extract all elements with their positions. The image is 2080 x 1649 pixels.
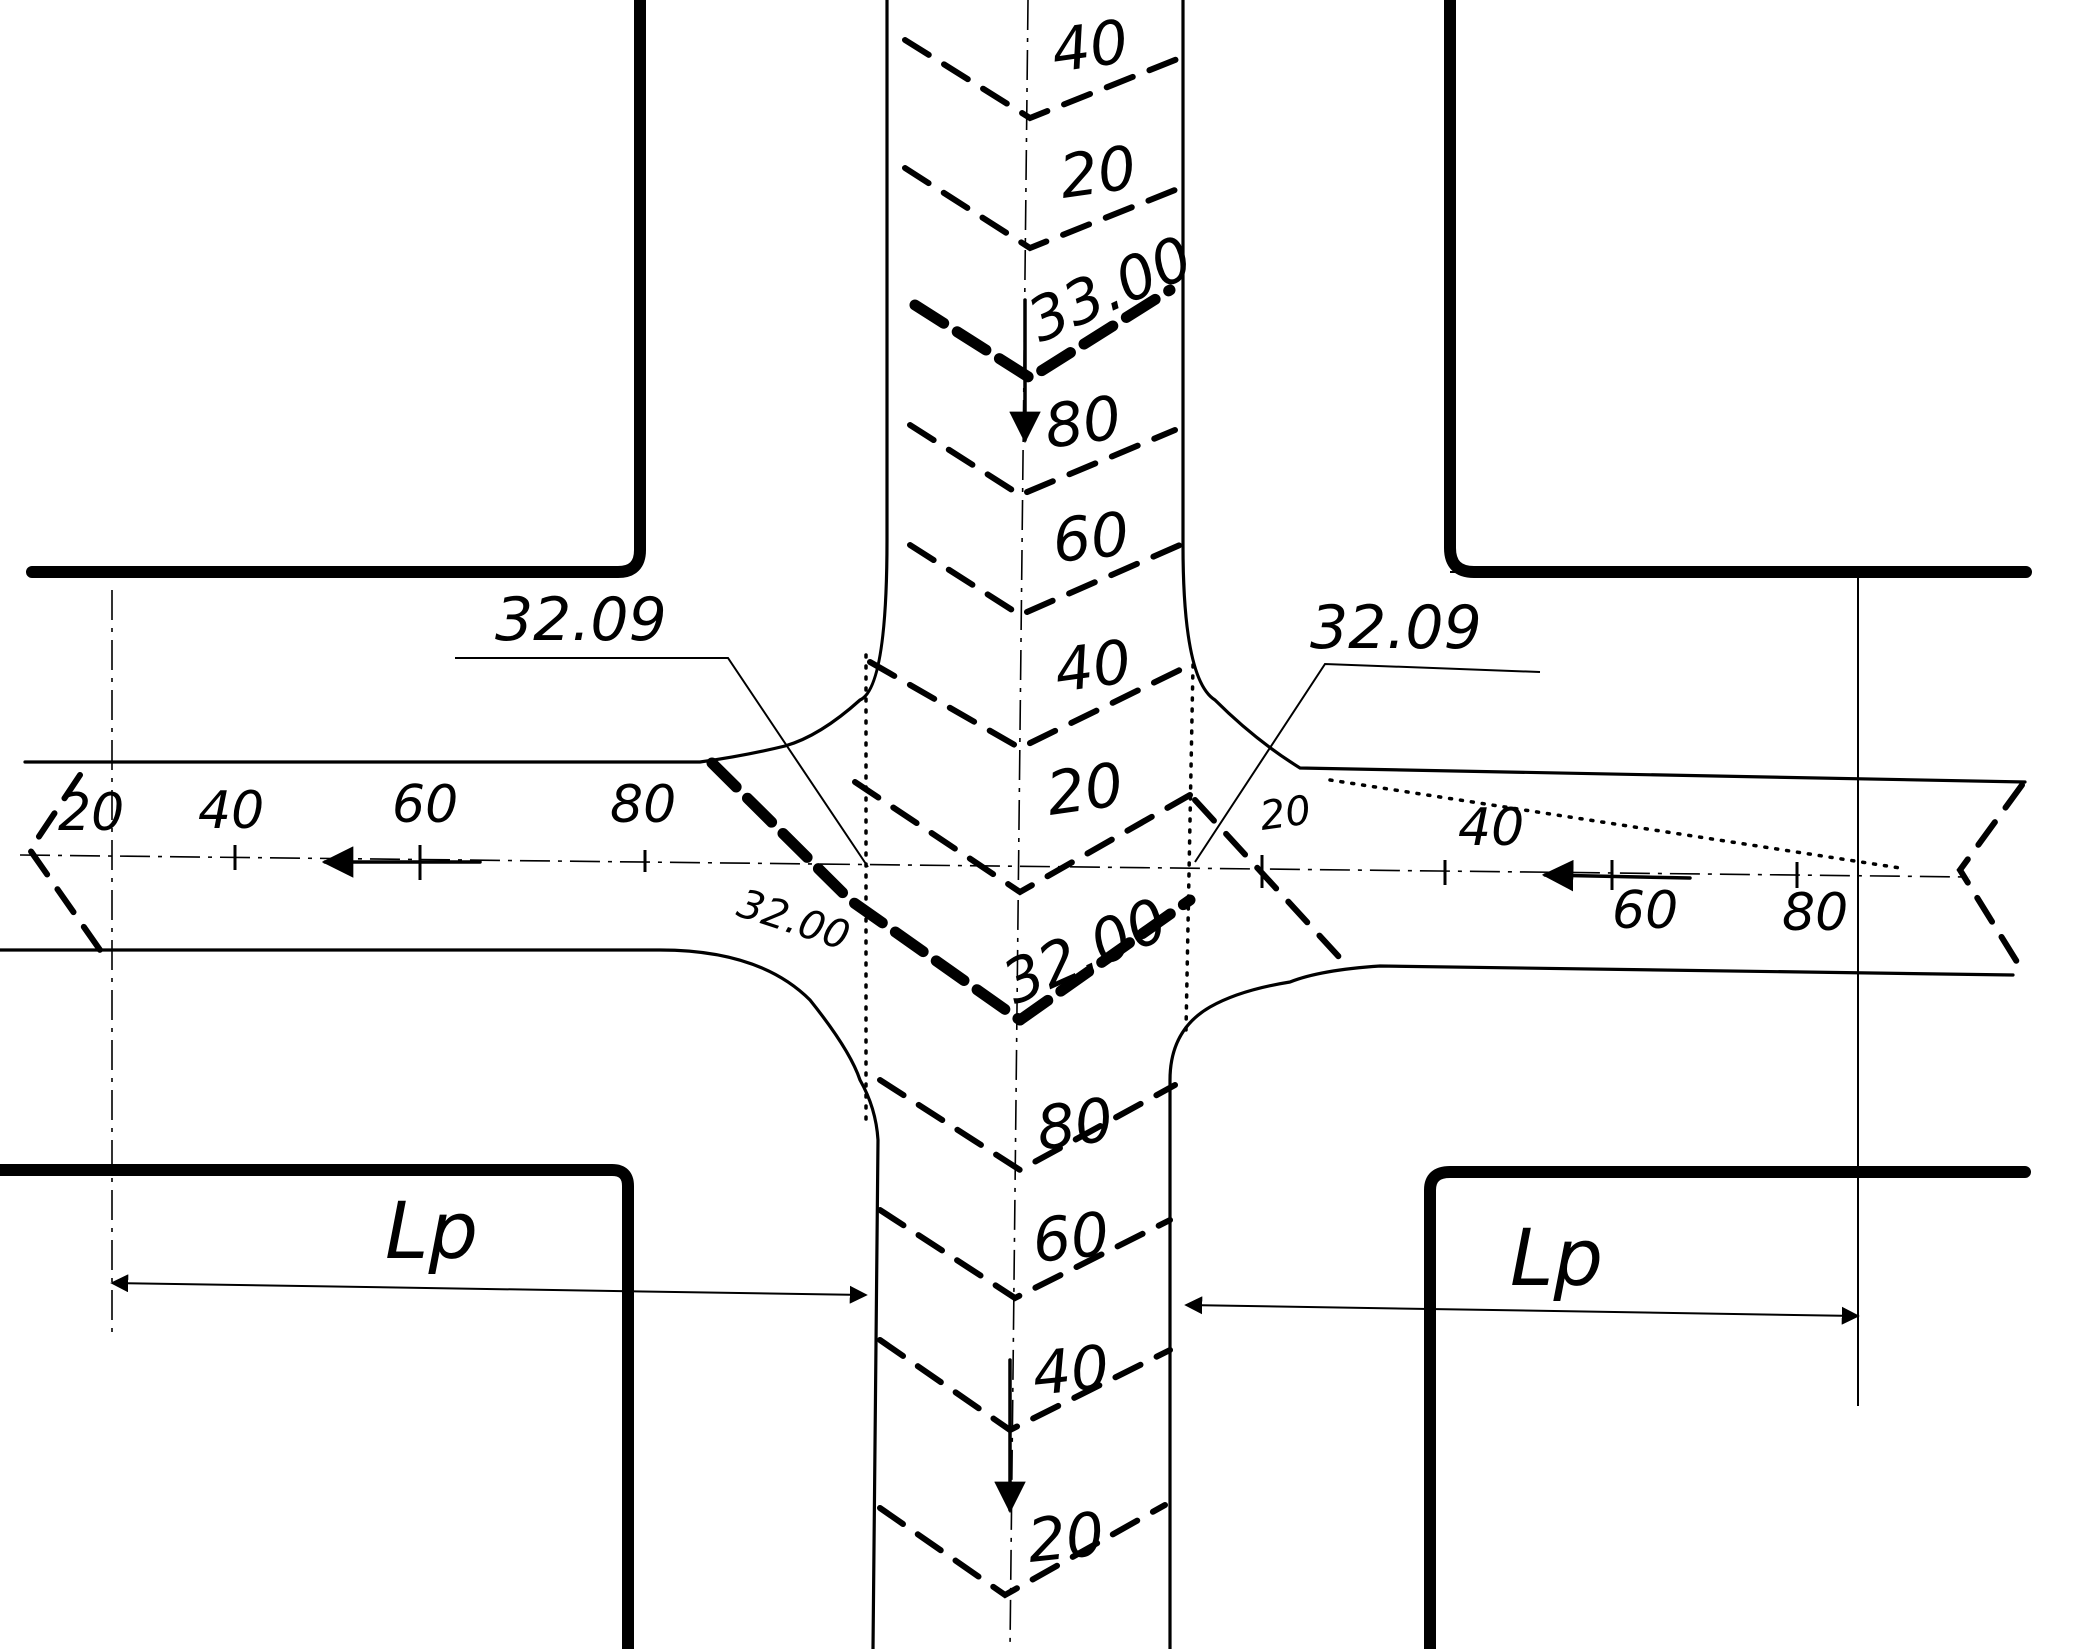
block-corner-top-right [1444, 0, 2032, 578]
label-west-60: 60 [392, 775, 458, 835]
contour-north-40b [867, 659, 1193, 752]
east-end-chevron [1956, 782, 2025, 973]
label-west-20: 20 [58, 783, 124, 843]
block-corner-bottom-left [0, 1164, 634, 1649]
label-east-40: 40 [1458, 798, 1524, 858]
label-south-80: 80 [1032, 1085, 1117, 1165]
contour-north-40 [902, 37, 1183, 122]
label-south-20: 20 [1024, 1499, 1107, 1577]
contour-north-33 [909, 284, 1176, 385]
west-end-chevron [26, 772, 103, 953]
label-east-80: 80 [1782, 883, 1848, 943]
label-north-60: 60 [1049, 499, 1132, 577]
label-north-20: 20 [1055, 133, 1140, 213]
ridge-32-west [706, 757, 1026, 1026]
north-arm-labels: 40 20 33.00 80 60 40 20 [1018, 7, 1203, 830]
contour-south-40 [877, 1337, 1173, 1434]
east-gutter-dash [1192, 797, 1343, 961]
label-west-80: 80 [610, 775, 676, 835]
label-north-80: 80 [1040, 383, 1125, 463]
south-arm-labels: 32.00 80 60 40 20 [993, 885, 1178, 1577]
north-road-right-edge [1181, 0, 2027, 784]
contour-north-20b [852, 779, 1193, 896]
west-arm-labels: 20 40 60 80 [58, 775, 676, 843]
leader-left-32-09 [455, 657, 869, 868]
contour-north-20 [902, 165, 1183, 252]
east-gutter-dotted [1328, 778, 1902, 870]
leader-right-32-09 [1194, 662, 1541, 863]
label-east-60: 60 [1612, 881, 1678, 941]
contour-south-20 [877, 1502, 1168, 1599]
contour-south-60 [877, 1207, 1173, 1302]
north-road-left-edge [23, 0, 889, 764]
contour-south-80 [877, 1077, 1178, 1174]
label-south-40: 40 [1029, 1332, 1112, 1410]
label-west-40: 40 [198, 781, 264, 841]
label-dimension-lp-left: Lp [385, 1187, 478, 1277]
contour-north-80 [907, 422, 1178, 499]
flow-arrow-east [1541, 859, 1692, 892]
label-dimension-lp-right: Lp [1510, 1214, 1603, 1304]
dimension-line-right [1184, 1296, 1860, 1325]
south-road-right-edge [1168, 964, 2015, 1649]
label-north-40: 40 [1047, 7, 1132, 87]
intersection-box-right [1184, 663, 1195, 1032]
block-corner-bottom-right [1424, 1166, 2031, 1649]
label-north-20b: 20 [1042, 750, 1127, 830]
label-corner-left-32-09: 32.09 [495, 585, 667, 655]
label-south-60: 60 [1029, 1199, 1112, 1277]
ridge-32-east [1014, 894, 1196, 1026]
south-road-left-edge [0, 948, 880, 1649]
east-arm-labels: 20 40 60 80 [1257, 787, 1848, 943]
vertical-centerline [1009, 0, 1029, 1649]
label-north-40b: 40 [1050, 627, 1135, 707]
contour-north-60 [907, 542, 1183, 619]
dimension-line-left [110, 1274, 868, 1304]
label-east-20: 20 [1257, 787, 1314, 840]
label-corner-right-32-09: 32.09 [1310, 593, 1482, 663]
block-corner-top-left [26, 0, 646, 578]
label-south-32-00: 32.00 [993, 885, 1178, 1019]
